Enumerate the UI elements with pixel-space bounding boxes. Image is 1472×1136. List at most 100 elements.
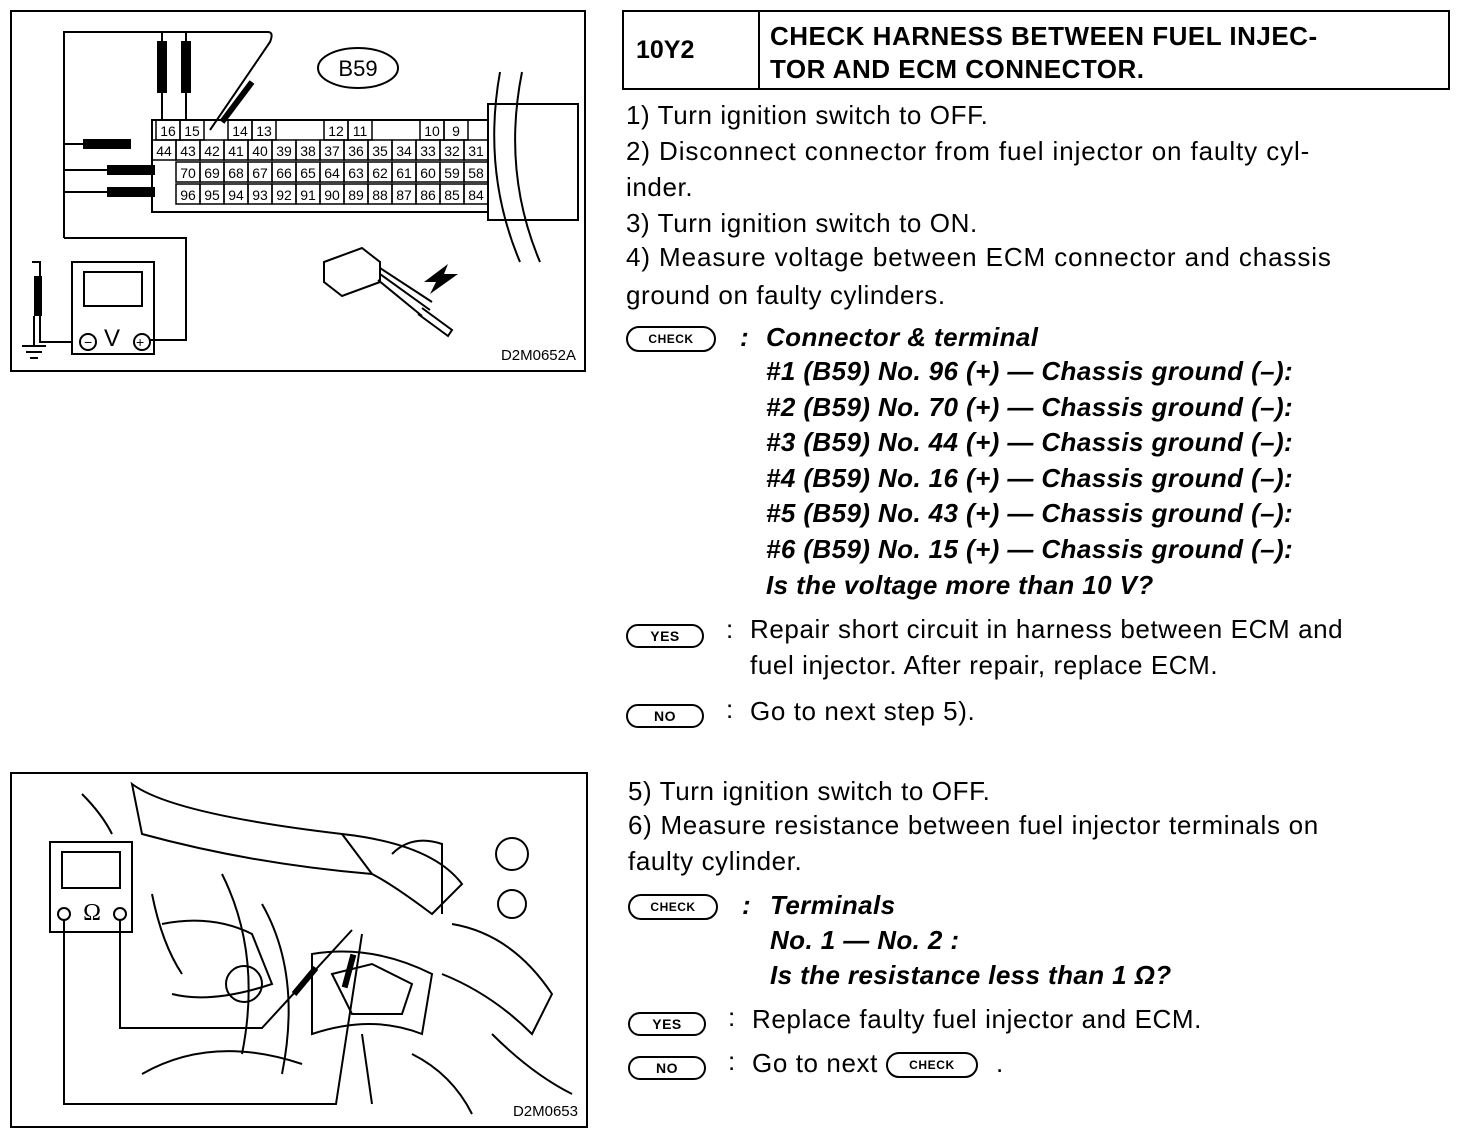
pin-number: 31 bbox=[468, 143, 484, 159]
pin-number: 36 bbox=[348, 143, 364, 159]
step-2: 2) Disconnect connector from fuel inject… bbox=[626, 136, 1311, 166]
pin-number: 65 bbox=[300, 165, 316, 181]
yes-badge: YES bbox=[628, 1012, 706, 1036]
pin-number: 44 bbox=[156, 143, 172, 159]
check-question: Is the resistance less than 1 Ω? bbox=[770, 960, 1172, 990]
pin-number: 38 bbox=[300, 143, 316, 159]
ohmmeter-symbol: Ω bbox=[83, 900, 101, 926]
pin-number: 11 bbox=[353, 123, 368, 139]
no-colon: : bbox=[726, 694, 734, 724]
check-line: #5 (B59) No. 43 (+) — Chassis ground (–)… bbox=[766, 498, 1294, 528]
pin-number: 84 bbox=[468, 187, 484, 203]
pin-number: 41 bbox=[228, 143, 244, 159]
pin-number: 32 bbox=[444, 143, 460, 159]
yes-colon: : bbox=[728, 1002, 736, 1032]
pin-number: 37 bbox=[324, 143, 340, 159]
yes-colon: : bbox=[726, 614, 734, 644]
pin-number: 96 bbox=[180, 187, 196, 203]
pin-number: 61 bbox=[396, 165, 412, 181]
check-badge: CHECK bbox=[626, 326, 716, 352]
check-colon: : bbox=[740, 322, 749, 352]
yes-result: Replace faulty fuel injector and ECM. bbox=[752, 1004, 1202, 1034]
no-badge: NO bbox=[626, 704, 704, 728]
engine-bay-illustration: Ω bbox=[49, 781, 573, 1115]
pin-number: 59 bbox=[444, 165, 460, 181]
pin-number: 39 bbox=[276, 143, 292, 159]
pin-number: 93 bbox=[252, 187, 268, 203]
check-badge: CHECK bbox=[628, 894, 718, 920]
pin-number: 86 bbox=[420, 187, 436, 203]
voltmeter-symbol: V bbox=[104, 325, 120, 352]
pin-number: 43 bbox=[180, 143, 196, 159]
pin-number: 68 bbox=[228, 165, 244, 181]
step-code: 10Y2 bbox=[624, 12, 760, 88]
figure-code: D2M0652A bbox=[500, 347, 576, 364]
svg-text:+: + bbox=[136, 334, 144, 350]
pin-number: 62 bbox=[372, 165, 388, 181]
no-result-end: . bbox=[995, 1048, 1004, 1078]
pin-number: 10 bbox=[424, 123, 440, 139]
pin-number: 88 bbox=[372, 187, 388, 203]
pin-number: 67 bbox=[252, 165, 268, 181]
step-1: 1) Turn ignition switch to OFF. bbox=[626, 100, 989, 130]
check-line: No. 1 — No. 2 : bbox=[770, 925, 960, 955]
pin-number: 14 bbox=[232, 123, 248, 139]
check-colon: : bbox=[742, 890, 751, 920]
pin-number: 60 bbox=[420, 165, 436, 181]
pin-number: 16 bbox=[160, 123, 176, 139]
pin-number: 92 bbox=[276, 187, 292, 203]
pin-number: 35 bbox=[372, 143, 388, 159]
step-3: 3) Turn ignition switch to ON. bbox=[626, 208, 978, 238]
pin-number: 64 bbox=[324, 165, 340, 181]
step-5: 5) Turn ignition switch to OFF. bbox=[628, 776, 991, 806]
pin-number: 66 bbox=[276, 165, 292, 181]
no-colon: : bbox=[728, 1046, 736, 1076]
pin-number: 69 bbox=[204, 165, 220, 181]
pin-number: 90 bbox=[324, 187, 340, 203]
check-title: Terminals bbox=[770, 890, 896, 920]
connector-label: B59 bbox=[338, 56, 377, 81]
check-inline-badge: CHECK bbox=[885, 1052, 978, 1079]
pin-number: 70 bbox=[180, 165, 196, 181]
step-6: 6) Measure resistance between fuel injec… bbox=[628, 810, 1319, 840]
pin-number: 89 bbox=[348, 187, 364, 203]
yes-result: Repair short circuit in harness between … bbox=[750, 614, 1344, 644]
check-line: #6 (B59) No. 15 (+) — Chassis ground (–)… bbox=[766, 534, 1294, 564]
no-result: Go to next CHECK. bbox=[752, 1046, 1004, 1080]
pin-number: 91 bbox=[300, 187, 316, 203]
yes-result-cont: fuel injector. After repair, replace ECM… bbox=[750, 650, 1219, 680]
step-title-line-1: CHECK HARNESS BETWEEN FUEL INJEC- bbox=[770, 21, 1318, 51]
pin-number: 63 bbox=[348, 165, 364, 181]
figure-code: D2M0653 bbox=[512, 1103, 578, 1120]
pin-number: 40 bbox=[252, 143, 268, 159]
pin-number: 33 bbox=[420, 143, 436, 159]
check-title: Connector & terminal bbox=[766, 322, 1039, 352]
step-title-line-2: TOR AND ECM CONNECTOR. bbox=[770, 54, 1145, 84]
no-result: Go to next step 5). bbox=[750, 696, 976, 726]
no-result-text: Go to next bbox=[752, 1048, 878, 1078]
no-badge: NO bbox=[628, 1056, 706, 1080]
pin-number: 13 bbox=[256, 123, 272, 139]
pin-number: 58 bbox=[468, 165, 484, 181]
svg-text:−: − bbox=[84, 334, 92, 350]
pin-number: 15 bbox=[184, 123, 200, 139]
pin-number: 34 bbox=[396, 143, 412, 159]
check-line: #3 (B59) No. 44 (+) — Chassis ground (–)… bbox=[766, 427, 1294, 457]
pin-number: 95 bbox=[204, 187, 220, 203]
yes-badge: YES bbox=[626, 624, 704, 648]
step-6-cont: faulty cylinder. bbox=[628, 846, 803, 876]
pin-number: 85 bbox=[444, 187, 460, 203]
step-header: 10Y2 CHECK HARNESS BETWEEN FUEL INJEC- T… bbox=[622, 10, 1450, 90]
step-2-cont: inder. bbox=[626, 172, 694, 202]
step-4: 4) Measure voltage between ECM connector… bbox=[626, 242, 1332, 272]
check-line: #4 (B59) No. 16 (+) — Chassis ground (–)… bbox=[766, 463, 1294, 493]
check-question: Is the voltage more than 10 V? bbox=[766, 570, 1154, 600]
pin-number: 42 bbox=[204, 143, 220, 159]
pin-number: 9 bbox=[452, 123, 460, 139]
injector-resistance-figure: Ω D2M0653 bbox=[10, 772, 588, 1128]
check-line: #2 (B59) No. 70 (+) — Chassis ground (–)… bbox=[766, 392, 1294, 422]
pin-number: 94 bbox=[228, 187, 244, 203]
step-title: CHECK HARNESS BETWEEN FUEL INJEC- TOR AN… bbox=[760, 12, 1448, 88]
